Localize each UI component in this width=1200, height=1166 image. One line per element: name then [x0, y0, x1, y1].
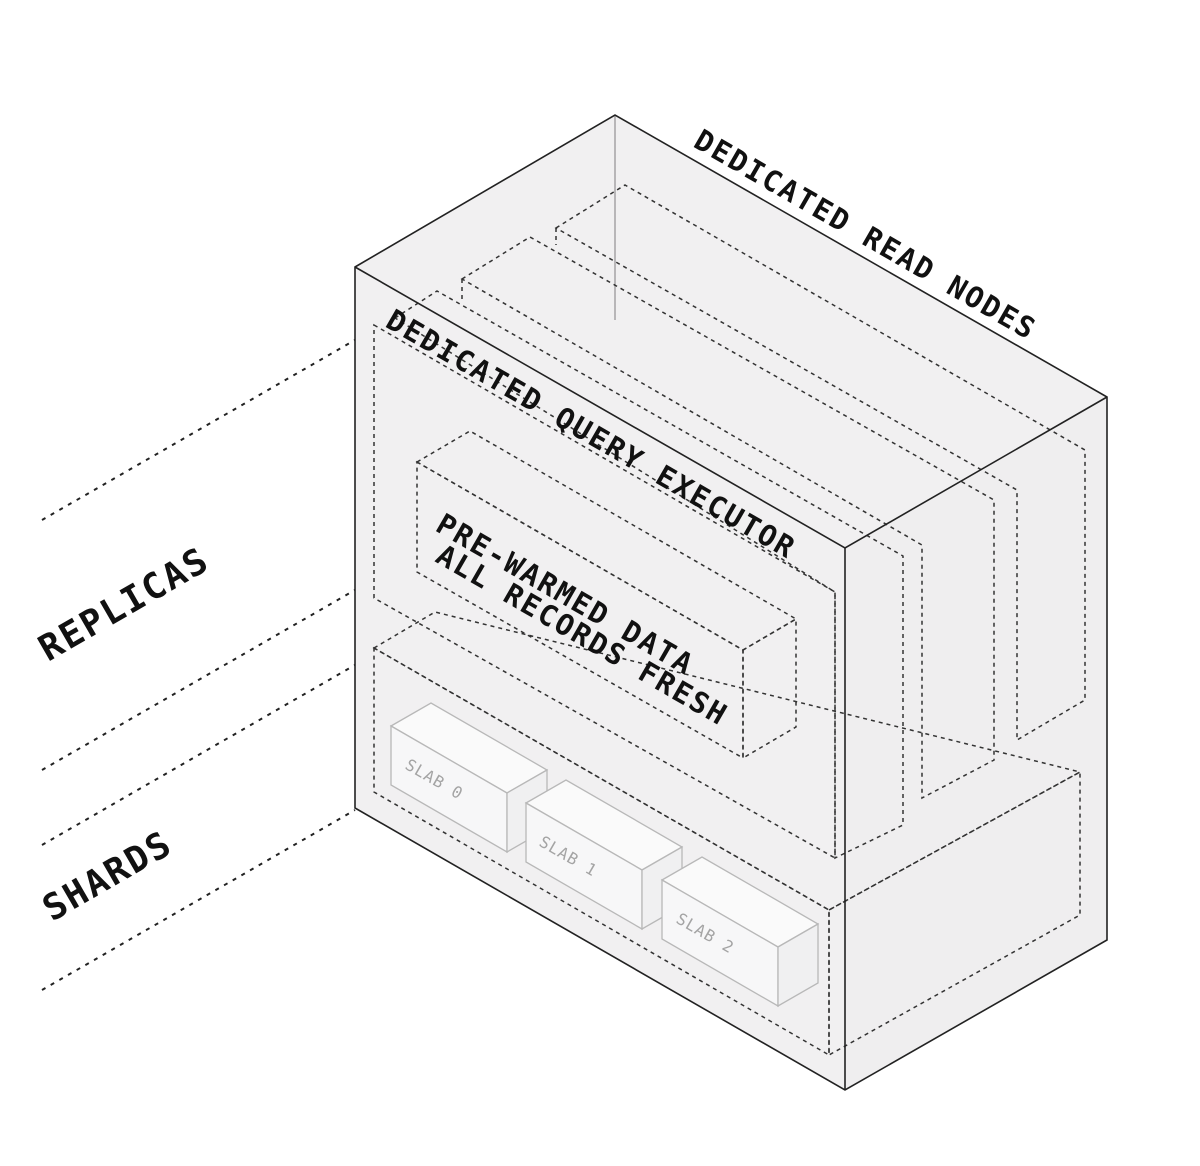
replicas-leader-top	[41, 339, 356, 521]
outer-box-top-face	[355, 115, 1107, 548]
outer-box-right-face	[845, 397, 1107, 1090]
shards-platform	[372, 611, 1083, 1057]
shards-leader-top	[41, 664, 356, 846]
slab-2-side	[777, 922, 819, 1008]
read-node-3	[554, 184, 1086, 742]
slab-2: SLAB 2	[660, 856, 820, 1008]
replicas-leader-lines	[41, 339, 356, 771]
pre-warmed-box-front	[416, 460, 744, 760]
shards-leader-lines	[41, 664, 356, 991]
outer-box-outline	[354, 114, 1108, 1091]
replicas-label: REPLICAS	[32, 540, 217, 670]
pre-warmed-box-side	[742, 617, 797, 760]
pre-warmed-data-box	[415, 430, 798, 760]
outer-box-edges	[354, 114, 1108, 1091]
read-node-1	[393, 290, 904, 860]
read-node-2	[460, 236, 995, 800]
shards-label: SHARDS	[36, 823, 180, 930]
shards-platform-front	[373, 646, 830, 1057]
shards-leader-bottom	[41, 809, 356, 991]
replicas-leader-bottom	[41, 589, 356, 771]
read-node-stack	[393, 184, 1086, 860]
query-executor-panel	[373, 323, 836, 860]
